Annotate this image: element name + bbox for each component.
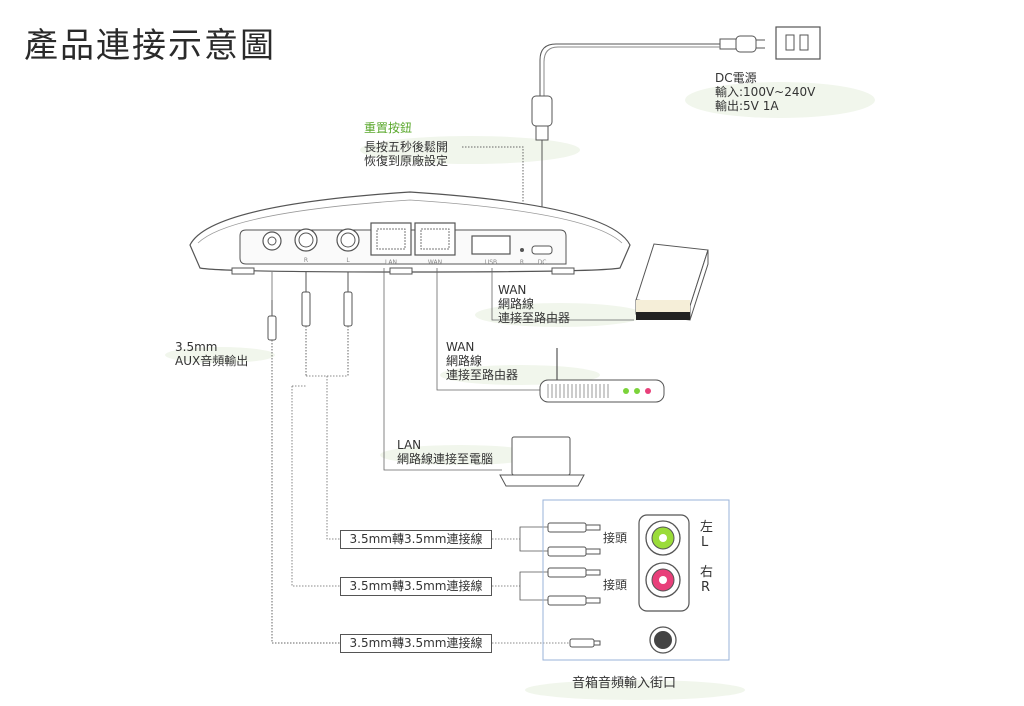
aux-plug-icon [267,300,340,644]
rca-plug-r-icon [301,272,311,376]
dc-plug-icon [531,95,553,250]
page-title: 產品連接示意圖 [24,26,276,66]
rca-plug-l-icon [343,272,353,376]
connector-label-2: 接頭 [603,578,628,592]
background-shadows [165,82,875,700]
speaker-panel-frame [542,499,730,661]
laptop-icon [499,436,585,487]
wan1-line1: WAN [498,283,527,297]
port-label-usb: USB [485,259,497,266]
device-ports [262,222,553,256]
power-label-line3: 輸出:5V 1A [715,99,779,113]
reset-line1: 長按五秒後鬆開 [364,140,449,154]
rca-splitter-lines [519,526,548,601]
wan1-line2: 網路線 [498,297,535,311]
lan-line1: LAN [397,438,422,452]
right-input-jack [645,562,681,598]
router-icon [539,348,665,403]
speaker-rca-plugs [547,522,601,648]
port-label-lan: LAN [385,259,397,266]
cable-label-2: 3.5mm轉3.5mm連接線 [340,577,492,596]
lan-line2: 網路線連接至電腦 [397,452,494,466]
port-labels: R L LAN WAN USB R DC [304,257,546,266]
port-label-dc: DC [538,259,547,266]
reset-title: 重置按鈕 [364,121,413,135]
wan2-line1: WAN [446,340,475,354]
power-outlet-icon [775,26,821,60]
power-plug-icon [719,35,765,53]
speaker-caption: 音箱音頻輸入街口 [572,676,677,691]
power-label-line2: 輸入:100V~240V [715,85,816,99]
speaker-left-cn: 左 [700,520,714,535]
port-label-wan: WAN [428,259,442,266]
speaker-right-en: R [701,580,711,595]
speaker-right-cn: 右 [700,565,714,580]
speaker-left-en: L [701,535,709,550]
aux-input-jack [649,626,677,654]
port-label-reset: R [520,259,524,266]
connector-label-1: 接頭 [603,531,628,545]
aux-line1: 3.5mm [175,340,218,354]
port-label-r: R [304,257,308,264]
leader-lines [271,268,634,471]
aux-line2: AUX音頻輸出 [175,354,249,368]
cable-label-1: 3.5mm轉3.5mm連接線 [340,530,492,549]
wan1-line3: 連接至路由器 [498,311,571,325]
wan2-line2: 網路線 [446,354,483,368]
left-input-jack [645,520,681,556]
wan2-line3: 連接至路由器 [446,368,519,382]
power-label-line1: DC電源 [715,71,757,85]
reset-line2: 恢復到原廠設定 [364,154,449,168]
modem-box-icon [635,243,709,321]
port-label-l: L [346,257,350,264]
cable-label-3: 3.5mm轉3.5mm連接線 [340,634,492,653]
rca-cable-lines [291,375,570,644]
